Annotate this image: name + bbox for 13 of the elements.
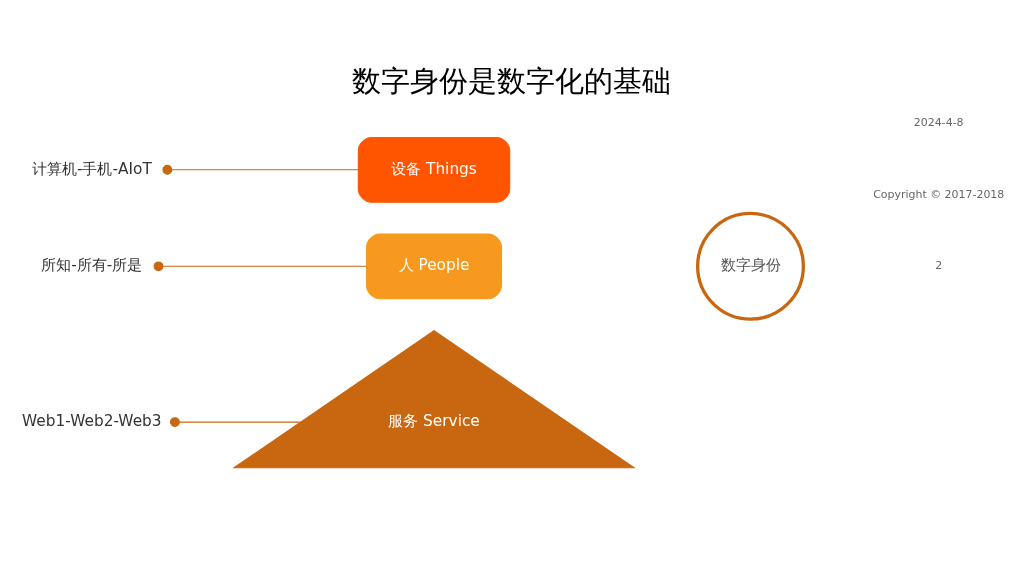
node-box: 设备 Things bbox=[357, 136, 511, 203]
node-text: 计算机-手机-AIoT bbox=[31, 159, 152, 178]
connector bbox=[162, 164, 359, 175]
connector bbox=[169, 416, 301, 427]
node-box: 人 People bbox=[366, 232, 503, 299]
connector bbox=[153, 260, 367, 271]
node-circle: 数字身份 bbox=[696, 211, 805, 321]
node-text: 所知-所有-所是 bbox=[41, 255, 143, 274]
diagram-title: 数字身份是数字化的基础 bbox=[352, 64, 672, 98]
node-text: Web1-Web2-Web3 bbox=[22, 411, 162, 430]
label: 2 bbox=[935, 258, 943, 272]
label: Copyright © 2017-2018 bbox=[873, 187, 1005, 201]
label: 2024-4-8 bbox=[913, 115, 964, 129]
